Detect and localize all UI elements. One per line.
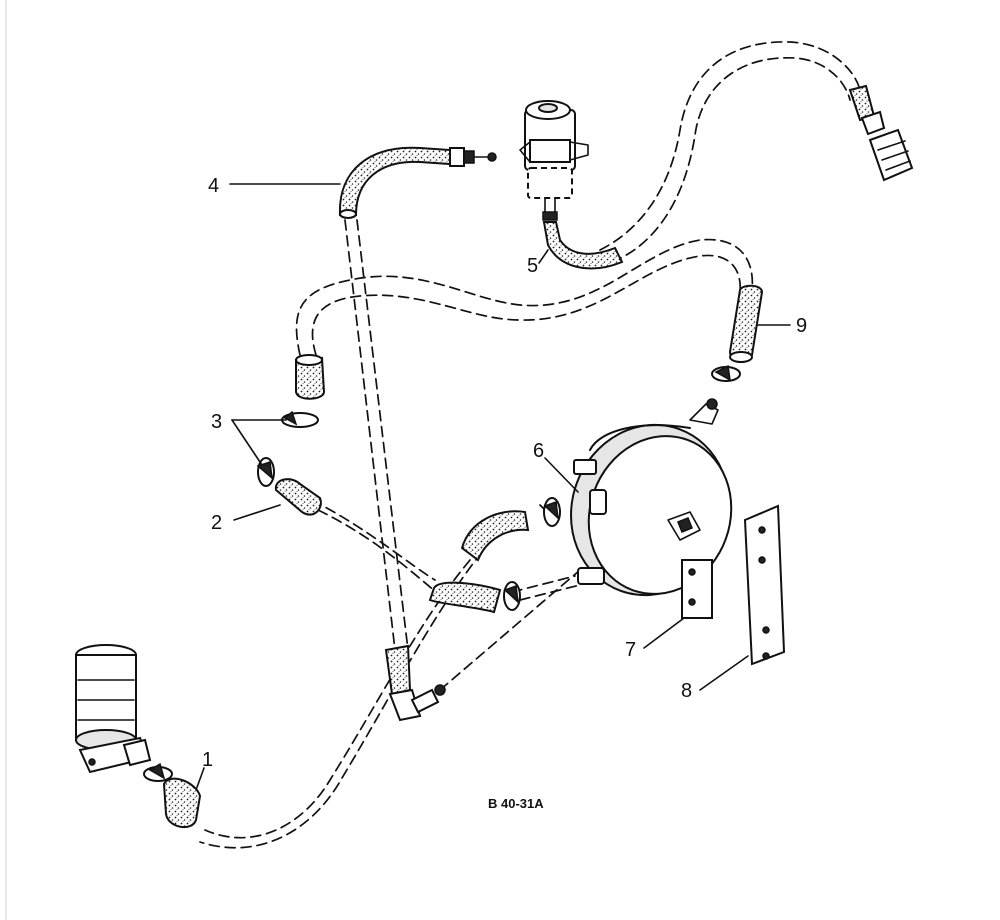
callout-9: 9 xyxy=(796,315,807,337)
pump-bracket xyxy=(681,559,713,619)
callout-5: 5 xyxy=(527,255,538,277)
callout-8: 8 xyxy=(681,680,692,702)
callout-6: 6 xyxy=(533,440,544,462)
fuel-pump xyxy=(570,398,733,597)
hose-4 xyxy=(338,146,497,219)
sediment-bowl xyxy=(75,644,152,774)
elbow-fitting xyxy=(384,644,446,722)
leader-lines xyxy=(195,183,791,791)
hose-pump-inlet xyxy=(460,510,530,562)
callout-labels: 1 2 3 4 5 6 7 8 9 B 40-31A xyxy=(202,175,807,811)
hose-2 xyxy=(274,478,502,614)
callout-1: 1 xyxy=(202,749,213,771)
callout-3: 3 xyxy=(211,411,222,433)
drawing-code: B 40-31A xyxy=(488,796,544,811)
connector-nut xyxy=(848,84,914,182)
fuel-filter xyxy=(519,100,624,270)
hose-1 xyxy=(162,777,202,829)
mounting-plate xyxy=(743,504,786,666)
hose-clips xyxy=(143,364,741,782)
callout-4: 4 xyxy=(208,175,219,197)
hose-9 xyxy=(295,284,764,400)
callout-2: 2 xyxy=(211,512,222,534)
callout-7: 7 xyxy=(625,639,636,661)
dashed-pipe-routes xyxy=(199,41,861,849)
